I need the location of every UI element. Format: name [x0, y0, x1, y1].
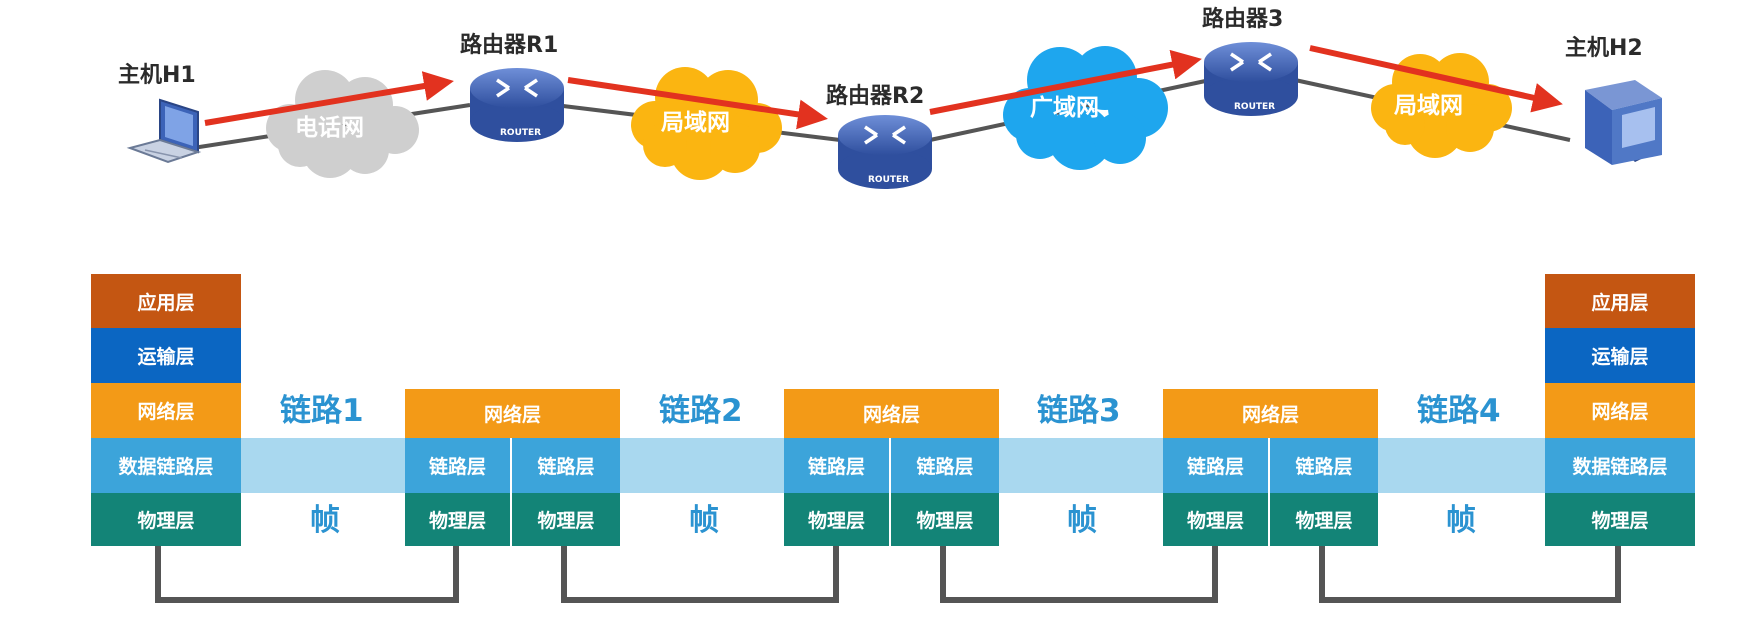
- laptop-icon: [126, 98, 202, 164]
- host-h1-label: 主机H1: [118, 63, 196, 88]
- frame-label-4: 帧: [1446, 503, 1476, 538]
- cloud-wan: [1003, 46, 1168, 170]
- desktop-icon: [1585, 80, 1662, 165]
- h2-network-layer: 网络层: [1545, 383, 1695, 438]
- r1-physical-layer-right: 物理层: [512, 493, 620, 546]
- router-r1-label: 路由器R1: [460, 33, 559, 58]
- h2-transport-layer: 运输层: [1545, 328, 1695, 383]
- h2-physical-layer: 物理层: [1545, 493, 1695, 546]
- r2-link-layer-left: 链路层: [784, 438, 891, 493]
- r2-physical-layer-left: 物理层: [784, 493, 891, 546]
- r2-link-layer-right: 链路层: [891, 438, 999, 493]
- r3-link-layer-left: 链路层: [1163, 438, 1270, 493]
- cloud-label-phone: 电话网: [295, 115, 364, 141]
- r1-physical-layer-left: 物理层: [405, 493, 512, 546]
- router-r2-icon: [838, 115, 932, 189]
- router-3-label: 路由器3: [1202, 7, 1284, 32]
- data-path-arrows: [204, 45, 1563, 130]
- router-3-icon: [1204, 42, 1298, 116]
- link-3-label: 链路3: [1037, 393, 1121, 429]
- router-r1-icon: [470, 68, 564, 142]
- router-3-tag: ROUTER: [1234, 102, 1276, 112]
- router-r2-label: 路由器R2: [826, 84, 925, 109]
- r3-physical-layer-left: 物理层: [1163, 493, 1270, 546]
- h1-application-layer: 应用层: [91, 274, 241, 328]
- link-4-label: 链路4: [1417, 393, 1501, 429]
- link-2-label: 链路2: [659, 393, 743, 429]
- h1-transport-layer: 运输层: [91, 328, 241, 383]
- h1-network-layer: 网络层: [91, 383, 241, 438]
- h1-physical-layer: 物理层: [91, 493, 241, 546]
- physical-wires: [155, 535, 1621, 603]
- router-r2-tag: ROUTER: [868, 175, 910, 185]
- frame-label-1: 帧: [310, 503, 340, 538]
- h2-data-link-layer: 数据链路层: [1545, 438, 1695, 493]
- r2-network-layer: 网络层: [784, 389, 999, 438]
- cloud-label-lan-1: 局域网: [661, 110, 730, 136]
- cloud-phone: [266, 70, 419, 178]
- r1-network-layer: 网络层: [405, 389, 620, 438]
- r3-physical-layer-right: 物理层: [1270, 493, 1378, 546]
- cloud-label-lan-2: 局域网: [1394, 93, 1463, 119]
- h2-application-layer: 应用层: [1545, 274, 1695, 328]
- link-1-label: 链路1: [280, 393, 364, 429]
- host-h2-label: 主机H2: [1565, 36, 1643, 61]
- r3-link-layer-right: 链路层: [1270, 438, 1378, 493]
- frame-label-3: 帧: [1067, 503, 1097, 538]
- frame-label-2: 帧: [689, 503, 719, 538]
- r1-link-layer-left: 链路层: [405, 438, 512, 493]
- router-r1-tag: ROUTER: [500, 128, 542, 138]
- r1-link-layer-right: 链路层: [512, 438, 620, 493]
- r3-network-layer: 网络层: [1163, 389, 1378, 438]
- h1-data-link-layer: 数据链路层: [91, 438, 241, 493]
- r2-physical-layer-right: 物理层: [891, 493, 999, 546]
- cloud-label-wan: 广域网: [1030, 95, 1099, 121]
